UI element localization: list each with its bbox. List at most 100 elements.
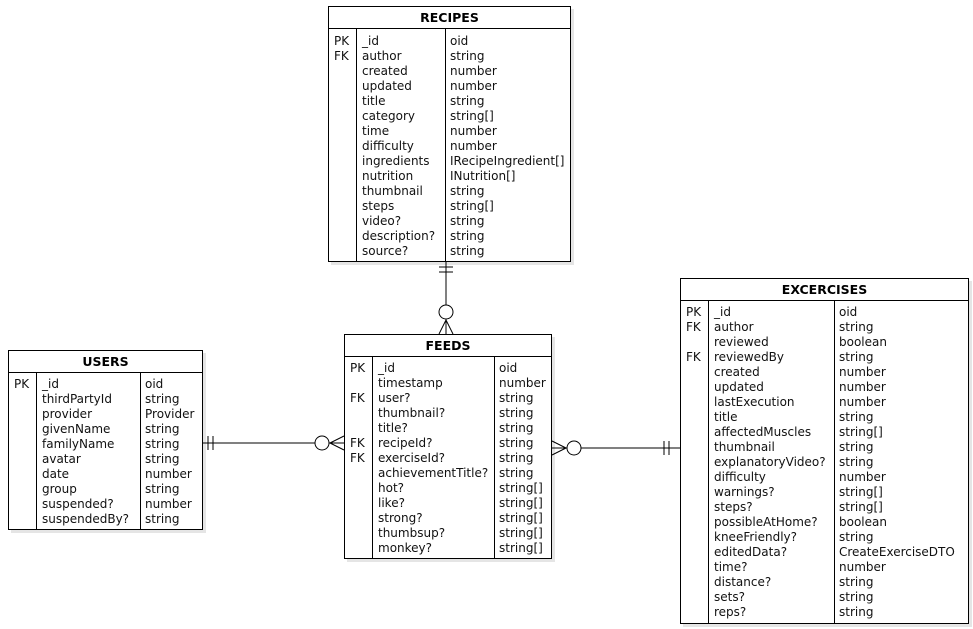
field-type: string (499, 451, 534, 465)
field-name: reps? (714, 605, 747, 619)
crow-foot-bottom (551, 447, 567, 456)
field-name: description? (362, 229, 436, 243)
field-name: author (362, 49, 402, 63)
field-type: string (145, 437, 180, 451)
field-key: PK (334, 34, 350, 48)
field-name: _id (378, 361, 395, 375)
key-column (9, 373, 37, 529)
field-name: updated (362, 79, 412, 93)
field-name: updated (714, 380, 764, 394)
field-type: number (839, 470, 886, 484)
field-name: group (42, 482, 77, 496)
field-name: nutrition (362, 169, 414, 183)
field-name: difficulty (362, 139, 414, 153)
field-name: thumbnail? (378, 406, 446, 420)
field-name: thumbnail (714, 440, 775, 454)
field-type: Provider (145, 407, 195, 421)
field-type: string[] (499, 511, 543, 525)
field-name: familyName (42, 437, 115, 451)
relationship-recipes-feeds (438, 261, 454, 335)
field-key: PK (350, 361, 366, 375)
field-name: achievementTitle? (378, 466, 489, 480)
field-name: difficulty (714, 470, 766, 484)
field-type: number (450, 124, 497, 138)
field-name: lastExecution (714, 395, 795, 409)
field-type: string (450, 214, 485, 228)
field-name: title (362, 94, 386, 108)
field-type: string (839, 440, 874, 454)
field-key: FK (686, 350, 701, 364)
field-name: title (714, 410, 738, 424)
field-type: string (839, 350, 874, 364)
field-type: string (839, 530, 874, 544)
field-type: number (839, 395, 886, 409)
field-name: kneeFriendly? (714, 530, 798, 544)
type-column (494, 357, 551, 558)
field-type: string (839, 590, 874, 604)
field-name: _id (362, 34, 379, 48)
field-name: suspended? (42, 497, 114, 511)
entity-title: EXCERCISES (681, 279, 968, 301)
field-type: number (839, 365, 886, 379)
field-name: thumbsup? (378, 526, 446, 540)
crow-foot-left (438, 319, 447, 335)
key-column (345, 357, 373, 558)
entity-title: RECIPES (329, 7, 570, 29)
entity-title: FEEDS (345, 335, 551, 357)
field-type: string (839, 605, 874, 619)
field-name: _id (714, 305, 731, 319)
field-type: boolean (839, 515, 887, 529)
field-key: FK (350, 436, 365, 450)
field-type: number (839, 380, 886, 394)
field-name: editedData? (714, 545, 788, 559)
field-key: PK (14, 377, 30, 391)
field-type: string (450, 49, 485, 63)
field-name: timestamp (378, 376, 443, 390)
field-type: number (450, 64, 497, 78)
field-key: FK (686, 320, 701, 334)
field-name: ingredients (362, 154, 430, 168)
field-name: user? (378, 391, 411, 405)
field-type: string (145, 512, 180, 526)
field-type: string (839, 410, 874, 424)
field-name: reviewed (714, 335, 769, 349)
field-name: steps (362, 199, 395, 213)
field-name: provider (42, 407, 92, 421)
field-name: sets? (714, 590, 745, 604)
field-type: oid (839, 305, 858, 319)
crow-foot-top (551, 440, 567, 449)
field-type: number (839, 560, 886, 574)
field-type: oid (450, 34, 469, 48)
field-name: date (42, 467, 70, 481)
field-type: IRecipeIngredient[] (450, 154, 565, 168)
key-column (329, 29, 357, 261)
field-type: string (499, 436, 534, 450)
entity-title: USERS (9, 351, 202, 373)
type-column (140, 373, 202, 529)
field-type: string (145, 392, 180, 406)
field-type: number (145, 467, 192, 481)
field-name: suspendedBy? (42, 512, 130, 526)
field-name: monkey? (378, 541, 433, 555)
field-name: reviewedBy (714, 350, 785, 364)
field-name: title? (378, 421, 408, 435)
key-column (681, 301, 709, 623)
field-name: explanatoryVideo? (714, 455, 826, 469)
field-name: author (714, 320, 754, 334)
field-name: steps? (714, 500, 753, 514)
field-type: INutrition[] (450, 169, 516, 183)
field-name: affectedMuscles (714, 425, 812, 439)
field-type: number (450, 79, 497, 93)
field-name: exerciseId? (378, 451, 446, 465)
field-type: string[] (450, 199, 494, 213)
field-key: PK (686, 305, 702, 319)
field-key: FK (350, 391, 365, 405)
